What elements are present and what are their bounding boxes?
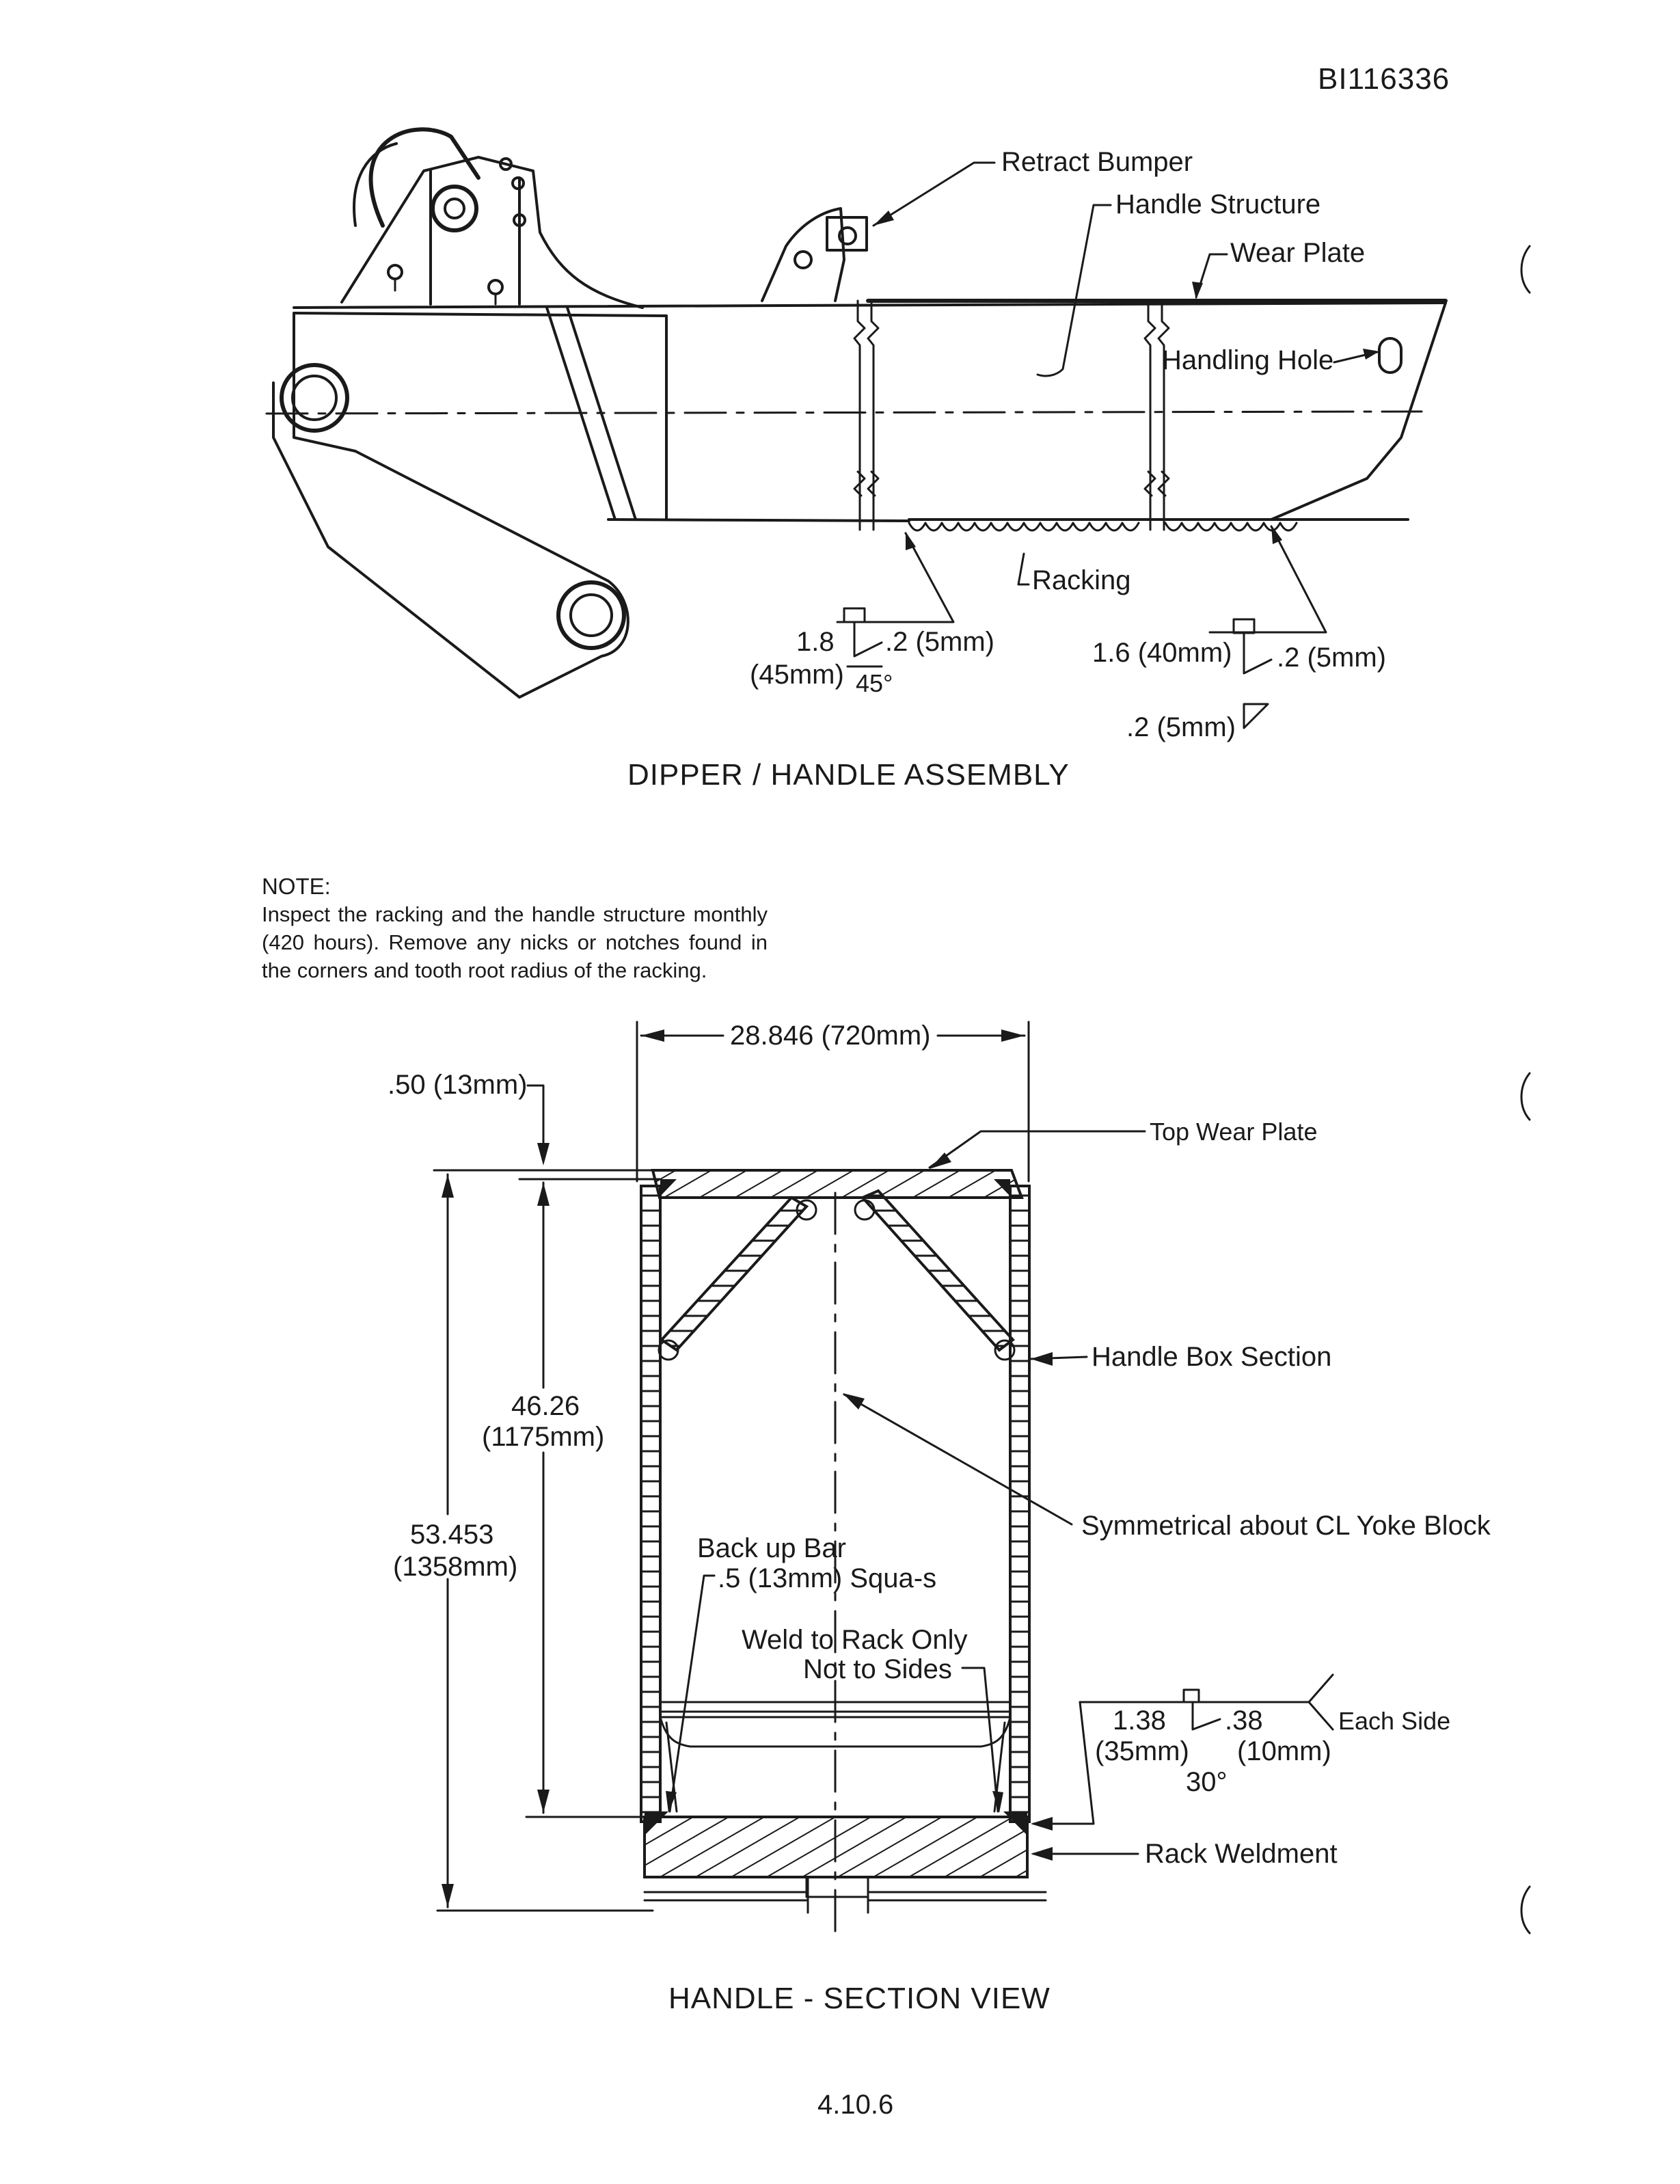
label-top-wear-plate: Top Wear Plate xyxy=(1150,1118,1317,1146)
weld-leg-mm: (10mm) xyxy=(1237,1736,1331,1766)
label-retract-bumper: Retract Bumper xyxy=(1001,147,1193,177)
retract-bumper-bracket xyxy=(761,207,845,302)
dim-inner-height-mm: (1175mm) xyxy=(482,1422,604,1452)
margin-mark xyxy=(1520,1072,1531,1121)
rack-weldment xyxy=(643,1816,1029,1878)
handling-hole xyxy=(1378,337,1403,374)
section-view-title: HANDLE - SECTION VIEW xyxy=(668,1982,1051,2015)
label-racking: Racking xyxy=(1032,565,1131,595)
weld-angle: 30° xyxy=(1186,1767,1228,1797)
handle-end xyxy=(1270,301,1447,521)
dim-width: 28.846 (720mm) xyxy=(730,1021,930,1051)
brace-right xyxy=(860,1189,1015,1352)
label-each-side: Each Side xyxy=(1338,1707,1450,1735)
label-backup-bar-2: .5 (13mm) Squa-s xyxy=(718,1563,936,1593)
label-handle-structure: Handle Structure xyxy=(1115,189,1320,219)
dim-overall-height-mm: (1358mm) xyxy=(393,1552,517,1582)
weld-size-in: 1.38 xyxy=(1113,1706,1166,1736)
saddle-pin-lower xyxy=(556,580,626,650)
back-up-bar xyxy=(659,1701,1012,1713)
handle-box-left-wall xyxy=(640,1185,662,1823)
weld-leg-in: .38 xyxy=(1225,1706,1263,1736)
note-heading: NOTE: xyxy=(262,874,331,899)
dim-top-offset: .50 (13mm) xyxy=(388,1070,528,1100)
label-wear-plate: Wear Plate xyxy=(1230,238,1365,268)
note-text: Inspect the racking and the handle struc… xyxy=(262,902,768,982)
label-rack-weldment: Rack Weldment xyxy=(1145,1839,1338,1869)
racking-teeth-left xyxy=(908,522,1140,532)
weld-left-size-in: 1.8 xyxy=(796,627,835,657)
label-handling-hole: Handling Hole xyxy=(1162,345,1333,375)
weld-size-mm: (35mm) xyxy=(1095,1736,1189,1766)
handle-centerline xyxy=(265,410,1423,415)
dipper-shell-arc xyxy=(368,127,480,228)
weld-left-angle: 45° xyxy=(856,669,893,697)
dim-overall-height-in: 53.453 xyxy=(410,1520,493,1550)
dipper-pin xyxy=(431,185,478,232)
break-line-left xyxy=(853,299,866,531)
dipper-arm xyxy=(272,312,629,699)
label-backup-bar-1: Back up Bar xyxy=(697,1533,846,1563)
weld-left-size-mm: (45mm) xyxy=(750,660,844,690)
top-wear-plate xyxy=(651,1169,1024,1199)
retract-bumper xyxy=(826,216,868,252)
dipper-handle-assembly: Retract Bumper Handle Structure Wear Pla… xyxy=(265,127,1448,792)
break-line-right xyxy=(1143,299,1156,531)
weld-leader-left xyxy=(836,532,955,623)
handle-box-right-wall xyxy=(1009,1185,1031,1823)
weld-right-leg: .2 (5mm) xyxy=(1277,643,1386,673)
label-handle-box-section: Handle Box Section xyxy=(1092,1342,1331,1372)
document-id: BI116336 xyxy=(1318,62,1450,96)
racking-teeth-right xyxy=(1164,522,1298,532)
margin-mark xyxy=(1520,1885,1531,1934)
saddle-pin-upper xyxy=(280,363,349,433)
label-symmetrical: Symmetrical about CL Yoke Block xyxy=(1081,1511,1491,1541)
page-number: 4.10.6 xyxy=(817,2090,893,2120)
inspection-note: NOTE: Inspect the racking and the handle… xyxy=(262,872,768,984)
top-diagram-title: DIPPER / HANDLE ASSEMBLY xyxy=(627,758,1070,792)
dipper-bracket xyxy=(340,156,644,309)
weld-right-fillet: .2 (5mm) xyxy=(1126,712,1236,742)
brace-left xyxy=(659,1196,809,1352)
label-weld-rack-2: Not to Sides xyxy=(803,1654,952,1684)
weld-right-size: 1.6 (40mm) xyxy=(1092,638,1232,668)
wear-plate-top-edge xyxy=(293,301,1447,309)
handle-section-view: 28.846 (720mm) .50 (13mm) 46.26 (1175mm)… xyxy=(388,1021,1491,2015)
label-weld-rack-1: Weld to Rack Only xyxy=(742,1625,968,1655)
weld-left-leg: .2 (5mm) xyxy=(885,627,994,657)
dim-inner-height-in: 46.26 xyxy=(511,1391,580,1421)
margin-mark xyxy=(1520,245,1531,294)
weld-leader-right xyxy=(1208,525,1327,634)
